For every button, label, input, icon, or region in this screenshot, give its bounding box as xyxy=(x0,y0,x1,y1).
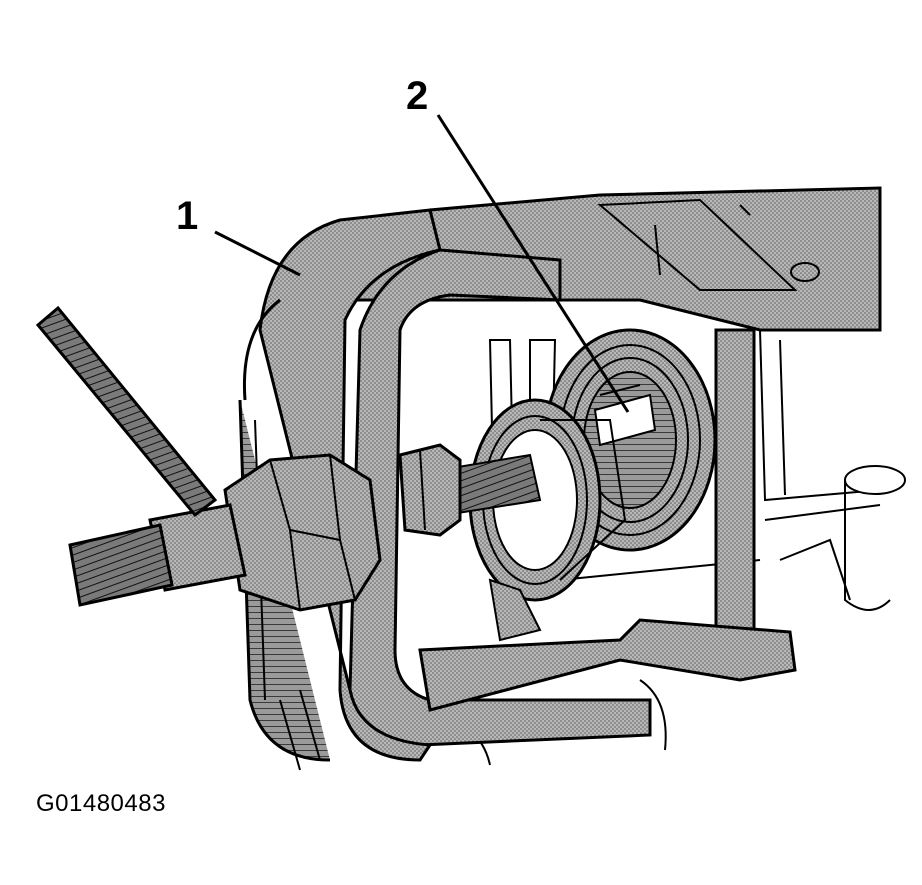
extension-bar xyxy=(68,503,247,607)
drive-nut xyxy=(223,453,382,612)
callout-1-leader xyxy=(214,230,301,277)
figure-id: G01480483 xyxy=(36,790,166,817)
forcing-screw xyxy=(398,443,542,537)
callout-2-leader xyxy=(436,114,630,413)
knuckle-body xyxy=(429,329,906,766)
callout-1-label: 1 xyxy=(176,194,199,238)
callout-2-label: 2 xyxy=(406,74,429,118)
breaker-bar xyxy=(35,305,218,518)
